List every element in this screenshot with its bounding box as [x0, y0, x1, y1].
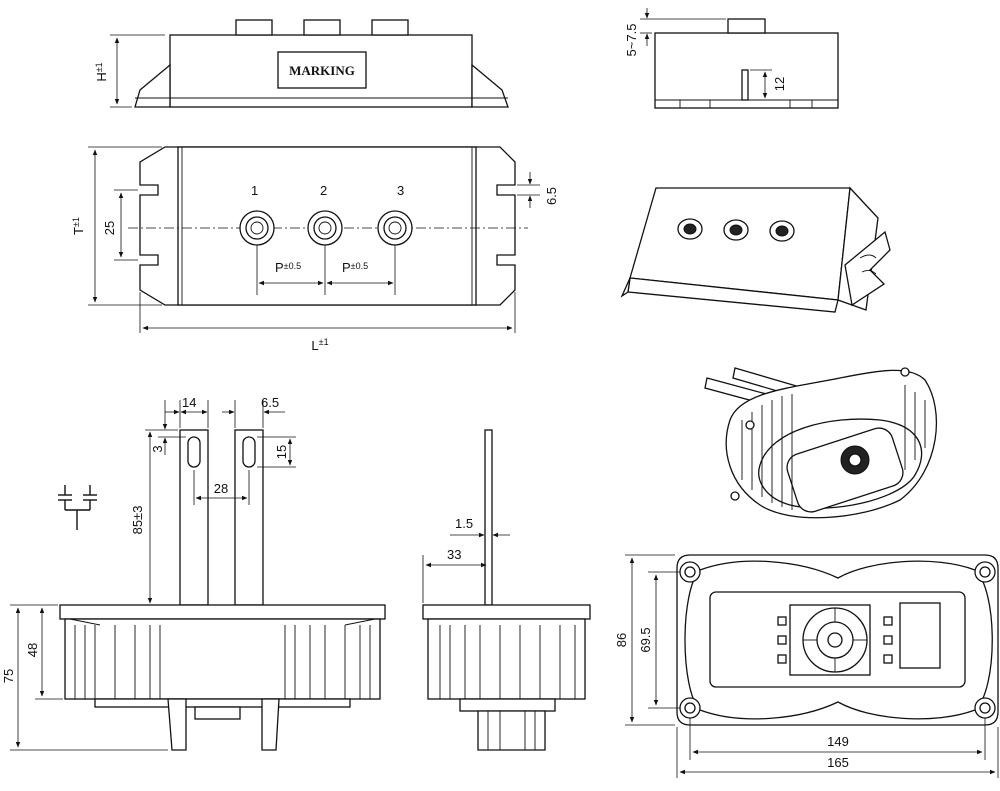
iso-terminal-1: [677, 218, 703, 240]
slot-span-label: 25: [102, 221, 117, 235]
side-body-profile: [427, 618, 586, 700]
capacitor-top-plate: [59, 604, 386, 620]
terminal-3: [377, 210, 413, 246]
slot-width-label: 6.5: [544, 187, 559, 205]
side-foot: [477, 710, 546, 751]
hole-spacing-label: 149: [827, 734, 849, 749]
center-tab: [194, 706, 241, 720]
foot-left: [167, 698, 187, 751]
mount-hole-br: [974, 697, 996, 719]
top-view: 1 2 3 P±0.5 P±0.5 T±1 25 6.5: [71, 146, 559, 353]
front-left-flange: [134, 63, 171, 108]
lead-width-label: 6.5: [261, 395, 279, 410]
pitch-label-1: P±0.5: [275, 260, 301, 275]
tab-height-label: 12: [772, 77, 787, 91]
outer-width-label: 86: [614, 633, 629, 647]
length-label: L±1: [311, 337, 328, 353]
lead-slot-right: [242, 436, 256, 468]
isometric-capacitor-view: [704, 367, 938, 519]
mount-hole-bl: [679, 697, 701, 719]
side-lead: [484, 429, 493, 606]
front-right-flange: [471, 63, 509, 108]
iso-flange: [844, 230, 891, 307]
side-base: [459, 698, 556, 712]
terminal-boss-3: [371, 19, 409, 36]
capacitor-body: [64, 618, 381, 700]
total-height-label: 75: [1, 669, 16, 683]
terminal-label-2: 2: [320, 183, 327, 198]
pitch-label: 28: [214, 481, 228, 496]
bottom-window: [899, 602, 941, 669]
lead-slot-left: [187, 436, 201, 468]
mount-hole-tl: [679, 561, 701, 583]
capacitor-bottom-view: 86 69.5 149 165: [614, 554, 999, 778]
capacitor-base: [94, 698, 351, 708]
side-top-plate: [422, 604, 591, 620]
capacitor-front-view: 14 6.5 3 15 28 85±3 75: [1, 395, 386, 751]
overall-length-label: 165: [827, 755, 849, 770]
side-boss: [727, 18, 766, 34]
marking-box: [277, 51, 367, 89]
lead-length-label: 85±3: [130, 506, 145, 535]
capacitor-side-view: 1.5 33: [422, 429, 591, 751]
isometric-box-view: [620, 186, 891, 313]
width-label: T±1: [71, 217, 86, 235]
side-tab: [741, 69, 749, 101]
capacitor-schematic-symbol: [58, 485, 97, 530]
lead-spacing-label: 14: [182, 395, 196, 410]
offset-label: 5~7.5: [624, 24, 639, 57]
lead-offset-label: 33: [447, 547, 461, 562]
marking-label: MARKING: [289, 63, 355, 78]
foot-right: [261, 698, 280, 751]
pitch-label-2: P±0.5: [342, 260, 368, 275]
terminal-boss-1: [235, 19, 273, 36]
front-view: MARKING H±1: [94, 19, 509, 108]
lead-thickness-label: 1.5: [455, 516, 473, 531]
terminal-1: [239, 210, 275, 246]
slot-length-label: 15: [274, 445, 289, 459]
iso-terminal-2: [723, 219, 749, 241]
inner-width-label: 69.5: [638, 627, 653, 652]
side-view: 5~7.5 12: [624, 8, 839, 109]
terminal-boss-2: [303, 19, 341, 36]
height-label: H±1: [94, 62, 109, 81]
body-height-label: 48: [25, 643, 40, 657]
mount-hole-tr: [974, 561, 996, 583]
iso-terminal-3: [769, 220, 795, 242]
terminal-2: [307, 210, 343, 246]
terminal-label-1: 1: [251, 183, 258, 198]
terminal-label-3: 3: [397, 183, 404, 198]
slot-offset-label: 3: [150, 445, 165, 452]
